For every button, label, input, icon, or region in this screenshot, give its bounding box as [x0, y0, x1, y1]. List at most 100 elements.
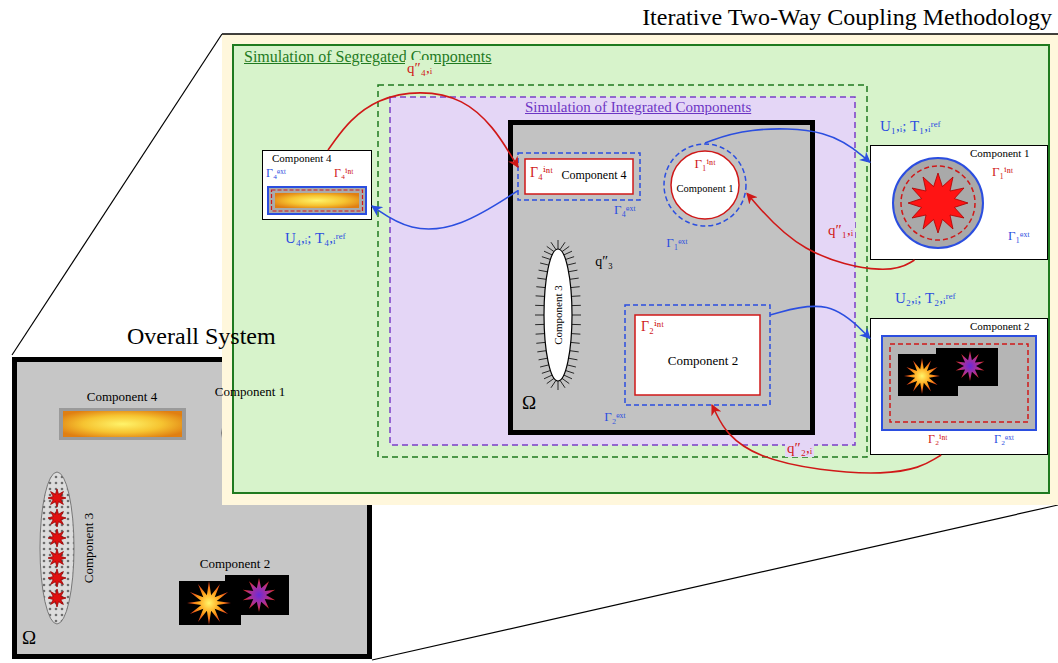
edge-label: q″₁,ᵢ	[826, 222, 855, 239]
node-label: Ω	[22, 627, 36, 649]
coupling-arrow	[705, 129, 870, 162]
flux-tick	[544, 251, 552, 255]
heat-source-star	[48, 569, 66, 587]
flux-tick	[558, 381, 559, 390]
flux-tick	[564, 375, 572, 379]
region-ground	[233, 45, 1049, 493]
panel-frame	[871, 146, 1048, 260]
component-box: Component 1	[215, 383, 285, 463]
component-block	[179, 581, 241, 625]
node-label: Γ₂ⁱⁿᵗ	[928, 433, 948, 447]
flux-tick	[551, 242, 556, 249]
flux-tick	[569, 358, 578, 360]
node-heading: Γ₁ⁱⁿᵗ	[694, 157, 715, 172]
zoom-line	[12, 34, 222, 355]
flux-tick	[547, 246, 554, 251]
flux-tick	[560, 242, 565, 249]
flux-tick	[572, 305, 581, 306]
flux-tick	[535, 305, 544, 306]
component-ellipse: Component 3q″₃	[530, 240, 620, 390]
interior-boundary	[635, 315, 760, 395]
flux-tick	[566, 257, 575, 260]
heated-bar	[275, 193, 359, 208]
node-heading: Component 4	[272, 152, 332, 165]
flux-tick	[540, 263, 549, 265]
component-box: Component 4	[55, 388, 190, 444]
interior-boundary	[525, 159, 633, 194]
node-heading: Simulation of Integrated Components	[525, 99, 751, 116]
heat-source-star	[48, 549, 66, 567]
flux-tick	[542, 257, 551, 260]
heading-rule	[222, 33, 1058, 35]
edge-label: U₂,ᵢ; T₂,ᵢʳᵉᶠ	[893, 290, 958, 307]
exterior-boundary	[664, 144, 746, 226]
heat-source-star	[48, 489, 66, 507]
coupling-arrow	[328, 93, 518, 167]
component-frame	[59, 408, 186, 440]
coupling-arrow	[770, 306, 870, 338]
node-label: Γ₂ᵉˣᵗ	[994, 433, 1014, 447]
heat-source-star	[48, 589, 66, 607]
node-label: Γ₁ⁱⁿᵗ	[992, 165, 1013, 180]
heat-source-star	[48, 509, 66, 527]
component-disk	[222, 405, 278, 461]
node-label: Γ₁ᵉˣᵗ	[1008, 229, 1030, 244]
flux-tick	[539, 270, 548, 272]
component-boundary: Γ₂ⁱⁿᵗComponent 2Γ₂ᵉˣᵗ	[625, 305, 770, 405]
flux-tick	[536, 333, 545, 335]
panel-frame	[871, 319, 1048, 455]
flux-tick	[551, 380, 556, 387]
interior-boundary	[272, 190, 363, 211]
flux-tick	[562, 246, 569, 251]
flux-tick	[562, 378, 569, 383]
overall-system-panel: Overall SystemΩComponent 4Component 1Com…	[12, 357, 372, 659]
node-heading: Component 1	[970, 147, 1030, 160]
flux-tick	[566, 371, 575, 374]
coupling-arrow	[372, 191, 518, 229]
component-block	[225, 575, 289, 615]
edge-label: U₁,ᵢ; T₁,ᵢʳᵉᶠ	[878, 118, 943, 135]
node-heading: Γ₂ⁱⁿᵗ	[641, 319, 664, 335]
heated-bar	[63, 411, 182, 437]
component-boundary: Γ₁ⁱⁿᵗComponent 1Γ₁ᵉˣᵗ	[663, 143, 747, 227]
segregated-region: Simulation of Segregated ComponentsSimul…	[232, 44, 1050, 494]
node-heading: Component 2	[970, 320, 1030, 333]
region-ground	[222, 34, 1058, 505]
flux-tick	[570, 351, 579, 352]
integrated-region: Simulation of Integrated ComponentsΩΓ₄ⁱⁿ…	[390, 97, 855, 445]
flux-tick	[560, 380, 565, 387]
flux-tick	[547, 378, 554, 383]
node-heading: Component 1	[215, 385, 285, 400]
domain-ground	[511, 123, 813, 433]
flux-tick	[542, 371, 551, 374]
node-label: Component 1	[677, 183, 734, 195]
exterior-boundary	[518, 153, 640, 200]
heat-source-star	[48, 529, 66, 547]
region-ground	[390, 97, 855, 445]
flux-tick	[558, 240, 559, 249]
flux-tick	[567, 263, 576, 265]
flux-tick	[536, 342, 545, 344]
segregated-panel: Component 4Γ₄ᵉˣᵗΓ₄ⁱⁿᵗ	[262, 150, 372, 220]
segregated-panel: Component 1 Γ₁ⁱⁿᵗΓ₁ᵉˣᵗ	[870, 145, 1048, 260]
node-label: Γ₁ᵉˣᵗ	[666, 236, 688, 251]
node-outline	[12, 357, 372, 659]
node-label: Component 4	[562, 169, 627, 183]
coupling-arrow	[712, 405, 941, 473]
edge-label: U₄,ᵢ; T₄,ᵢʳᵉᶠ	[283, 230, 348, 247]
node-heading: Component 3	[552, 285, 565, 345]
flux-tick	[571, 295, 580, 297]
edge-label: q″₂,ᵢ	[785, 440, 814, 457]
flux-tick	[571, 286, 580, 288]
explosion-star	[243, 578, 275, 612]
flux-tick	[572, 324, 581, 325]
heat-source-star	[908, 173, 968, 233]
node-heading: Γ₄ⁱⁿᵗ	[530, 165, 553, 181]
node-outline	[390, 97, 855, 445]
exterior-boundary	[625, 305, 770, 405]
node-heading: Simulation of Segregated Components	[244, 48, 492, 66]
exterior-boundary	[268, 187, 366, 214]
node-heading: Component 4	[87, 390, 157, 405]
node-label: Component 2	[668, 354, 738, 369]
node-label: Γ₄ⁱⁿᵗ	[334, 167, 354, 181]
